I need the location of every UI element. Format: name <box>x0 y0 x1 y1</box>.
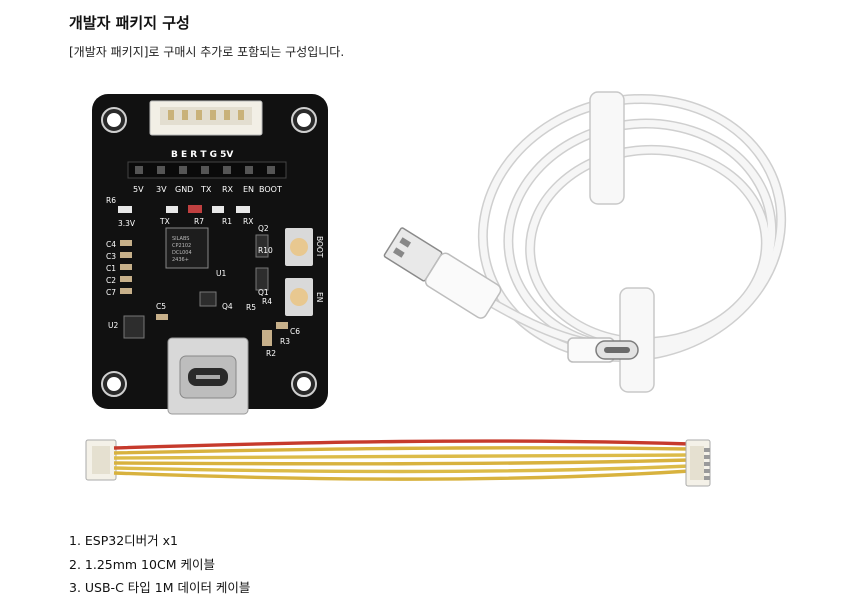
pin-label: BOOT <box>259 185 282 194</box>
board-label: C7 <box>106 288 116 297</box>
board-label: C1 <box>106 264 116 273</box>
board-label: U2 <box>108 321 118 330</box>
board-label: BOOT <box>315 236 324 258</box>
usb-c-plug <box>567 337 639 363</box>
en-button <box>285 278 313 316</box>
pin-label: EN <box>243 185 254 194</box>
board-label: C4 <box>106 240 116 249</box>
board-label: R3 <box>280 337 290 346</box>
harness-left-connector <box>85 439 117 481</box>
board-label: Q2 <box>258 224 269 233</box>
pin-label: GND <box>175 185 193 194</box>
product-photo: B E R T G 5V 5V 3V GND TX RX EN BOOT <box>85 91 787 487</box>
board-label: Q4 <box>222 302 233 311</box>
silkscreen-labels: R6 3.3V TX R7 R1 RX Q2 R10 U1 Q1 R5 R4 C… <box>106 196 324 358</box>
board-label: R7 <box>194 217 204 226</box>
esp32-debugger-board: B E R T G 5V 5V 3V GND TX RX EN BOOT <box>92 94 328 415</box>
boot-button <box>285 228 313 266</box>
list-item: 3. USB-C 타입 1M 데이터 케이블 <box>69 580 251 595</box>
cable-ties <box>589 91 655 393</box>
board-label: C3 <box>106 252 116 261</box>
board-label: EN <box>315 292 324 302</box>
page-description: [개발자 패키지]로 구매시 추가로 포함되는 구성입니다. <box>69 45 345 59</box>
chip-text: CP2102 <box>172 243 191 249</box>
board-label: RX <box>243 217 253 226</box>
pin-label: 3V <box>156 185 167 194</box>
board-label: R1 <box>222 217 232 226</box>
board-label: C5 <box>156 302 166 311</box>
board-label: R2 <box>266 349 276 358</box>
page-title: 개발자 패키지 구성 <box>69 14 190 32</box>
list-item: 1. ESP32디버거 x1 <box>69 533 178 548</box>
pin-label: 5V <box>133 185 144 194</box>
jst-wire-harness <box>85 439 711 487</box>
chip-text: SILABS <box>172 236 190 242</box>
board-label: R10 <box>258 246 273 255</box>
board-label: C6 <box>290 327 300 336</box>
smd-components <box>118 205 288 346</box>
pin-label: RX <box>222 185 234 194</box>
connector-pin-labels: B E R T G 5V <box>171 150 233 160</box>
chip-text: DCL004 <box>172 250 192 256</box>
board-label: C2 <box>106 276 116 285</box>
board-label: 3.3V <box>118 219 136 228</box>
usb-a-plug <box>383 227 502 319</box>
list-item: 2. 1.25mm 10CM 케이블 <box>69 556 215 572</box>
pin-label: TX <box>200 185 212 194</box>
package-contents-list: 1. ESP32디버거 x1 2. 1.25mm 10CM 케이블 3. USB… <box>69 531 250 602</box>
usb-c-port <box>167 337 249 415</box>
board-label: U1 <box>216 269 226 278</box>
usb-uart-chip: SILABS CP2102 DCL004 2436+ <box>165 227 209 269</box>
chip-text: 2436+ <box>172 257 189 263</box>
board-label: R5 <box>246 303 256 312</box>
board-label: R6 <box>106 196 116 205</box>
board-label: TX <box>159 217 170 226</box>
board-label: R4 <box>262 297 272 306</box>
harness-right-connector <box>685 439 711 487</box>
board-label: Q1 <box>258 288 269 297</box>
header-pin-labels: 5V 3V GND TX RX EN BOOT <box>133 185 282 194</box>
pin-header <box>127 161 287 179</box>
jst-connector <box>149 100 263 136</box>
mounting-holes <box>101 107 317 397</box>
